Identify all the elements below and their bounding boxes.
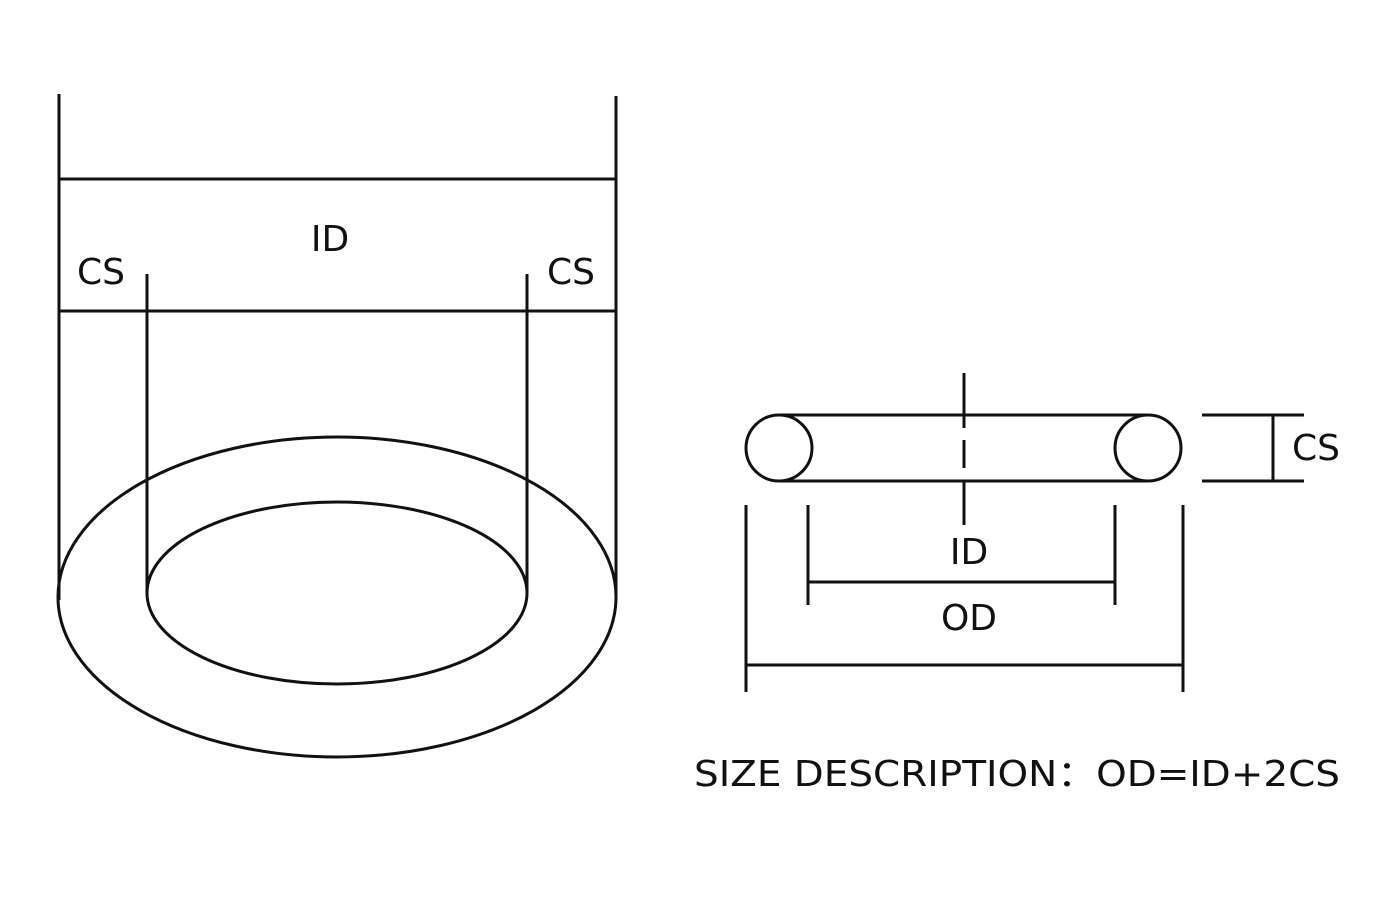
right-cs-label: CS: [1292, 428, 1340, 469]
left-cs-label-right: CS: [547, 252, 595, 293]
outer-ring-edge: [56, 435, 618, 759]
right-od-label: OD: [941, 598, 997, 639]
left-cs-label-left: CS: [77, 252, 125, 293]
perspective-view: [56, 94, 618, 759]
size-description-caption: SIZE DESCRIPTION：OD=ID+2CS: [694, 754, 1340, 795]
right-cross-section: [1113, 413, 1183, 483]
right-id-label: ID: [950, 532, 988, 573]
inner-ring-edge: [145, 500, 529, 686]
left-cross-section: [744, 413, 814, 483]
side-profile-view: [744, 373, 1304, 692]
left-id-label: ID: [311, 219, 349, 260]
